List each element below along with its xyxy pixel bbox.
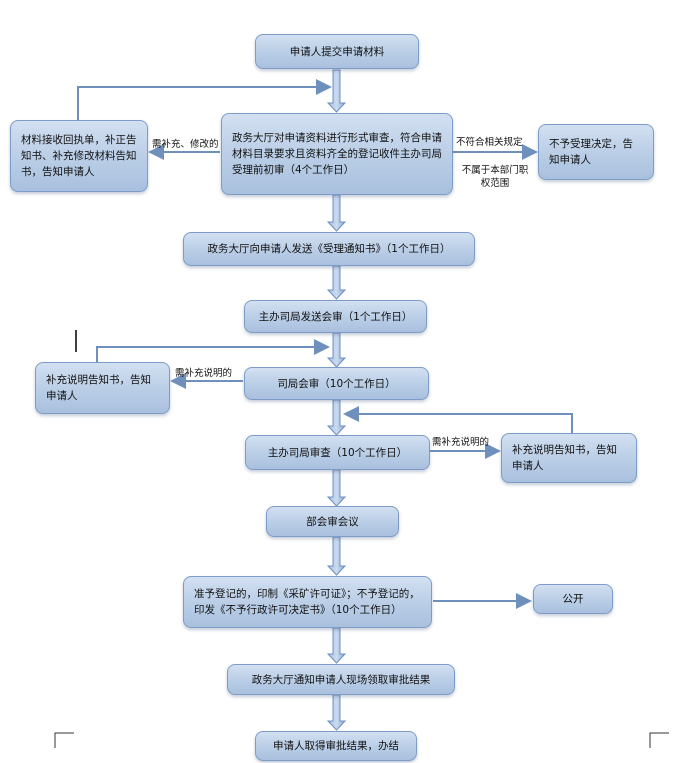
- node-decision-text: 准予登记的，印制《采矿许可证》；不予登记的，印发《不予行政许可决定书》（10个工…: [194, 588, 420, 616]
- node-notify-pickup: 政务大厅通知申请人现场领取审批结果: [227, 664, 455, 695]
- page-corner-marks: [54, 732, 669, 748]
- node-joint-review-text: 司局会审（10个工作日）: [277, 377, 396, 390]
- node-send-review-text: 主办司局发送会审（1个工作日）: [258, 310, 413, 323]
- node-joint-review: 司局会审（10个工作日）: [244, 367, 429, 400]
- node-formal-review-text: 政务大厅对申请资料进行形式审查，符合申请材料目录要求且资料齐全的登记收件主办司局…: [232, 132, 442, 176]
- node-reject: 不予受理决定，告知申请人: [538, 124, 654, 180]
- arrow-main-to-meeting: [326, 469, 347, 507]
- node-finish: 申请人取得审批结果，办结: [255, 731, 417, 761]
- node-ministry-meeting-text: 部会审会议: [306, 515, 359, 528]
- node-finish-text: 申请人取得审批结果，办结: [273, 740, 399, 752]
- arrow-supplement-right-return: [343, 406, 573, 433]
- node-decision: 准予登记的，印制《采矿许可证》；不予登记的，印发《不予行政许可决定书》（10个工…: [183, 576, 432, 628]
- arrow-accept-to-send: [326, 265, 347, 300]
- node-accept-notice-text: 政务大厅向申请人发送《受理通知书》（1个工作日）: [207, 243, 451, 255]
- node-supplement-right: 补充说明告知书，告知申请人: [501, 433, 637, 483]
- node-accept-notice: 政务大厅向申请人发送《受理通知书》（1个工作日）: [183, 232, 475, 266]
- node-reject-text: 不予受理决定，告知申请人: [549, 138, 633, 166]
- edge-label-need-explain-mid: 需补充说明的: [175, 368, 233, 379]
- node-supplement-mid-text: 补充说明告知书，告知申请人: [46, 374, 151, 402]
- node-submit: 申请人提交申请材料: [255, 34, 419, 69]
- node-send-review: 主办司局发送会审（1个工作日）: [244, 300, 427, 333]
- node-ministry-meeting: 部会审会议: [266, 506, 399, 537]
- node-publish-text: 公开: [562, 593, 584, 605]
- arrow-review-to-accept: [326, 194, 347, 232]
- arrow-submit-to-review: [326, 69, 347, 113]
- arrow-supplement-left-return: [77, 79, 332, 120]
- arrow-joint-to-main: [326, 399, 347, 436]
- edge-label-not-in-scope: 不属于本部门职权范围: [461, 165, 529, 189]
- node-notify-pickup-text: 政务大厅通知申请人现场领取审批结果: [251, 673, 431, 686]
- edge-label-need-fix: 需补充、修改的: [152, 139, 219, 150]
- edge-label-need-explain-right: 需补充说明的: [432, 437, 490, 448]
- arrow-supplement-mid-return: [96, 339, 330, 362]
- node-supplement-left-text: 材料接收回执单，补正告知书、补充修改材料告知书，告知申请人: [21, 134, 137, 178]
- node-supplement-right-text: 补充说明告知书，告知申请人: [512, 444, 617, 472]
- arrow-meeting-to-decision: [326, 536, 347, 576]
- node-formal-review: 政务大厅对申请资料进行形式审查，符合申请材料目录要求且资料齐全的登记收件主办司局…: [221, 113, 453, 195]
- node-main-review-text: 主办司局审查（10个工作日）: [267, 446, 408, 459]
- arrow-decision-to-notify: [326, 627, 347, 664]
- node-supplement-mid: 补充说明告知书，告知申请人: [35, 362, 170, 414]
- arrow-send-to-joint: [326, 332, 347, 368]
- edge-label-not-comply: 不符合相关规定: [456, 137, 523, 148]
- arrow-notify-to-finish: [326, 694, 347, 731]
- node-supplement-left: 材料接收回执单，补正告知书、补充修改材料告知书，告知申请人: [10, 120, 148, 192]
- node-main-review: 主办司局审查（10个工作日）: [245, 435, 430, 470]
- node-publish: 公开: [533, 584, 613, 614]
- node-submit-text: 申请人提交申请材料: [289, 45, 385, 58]
